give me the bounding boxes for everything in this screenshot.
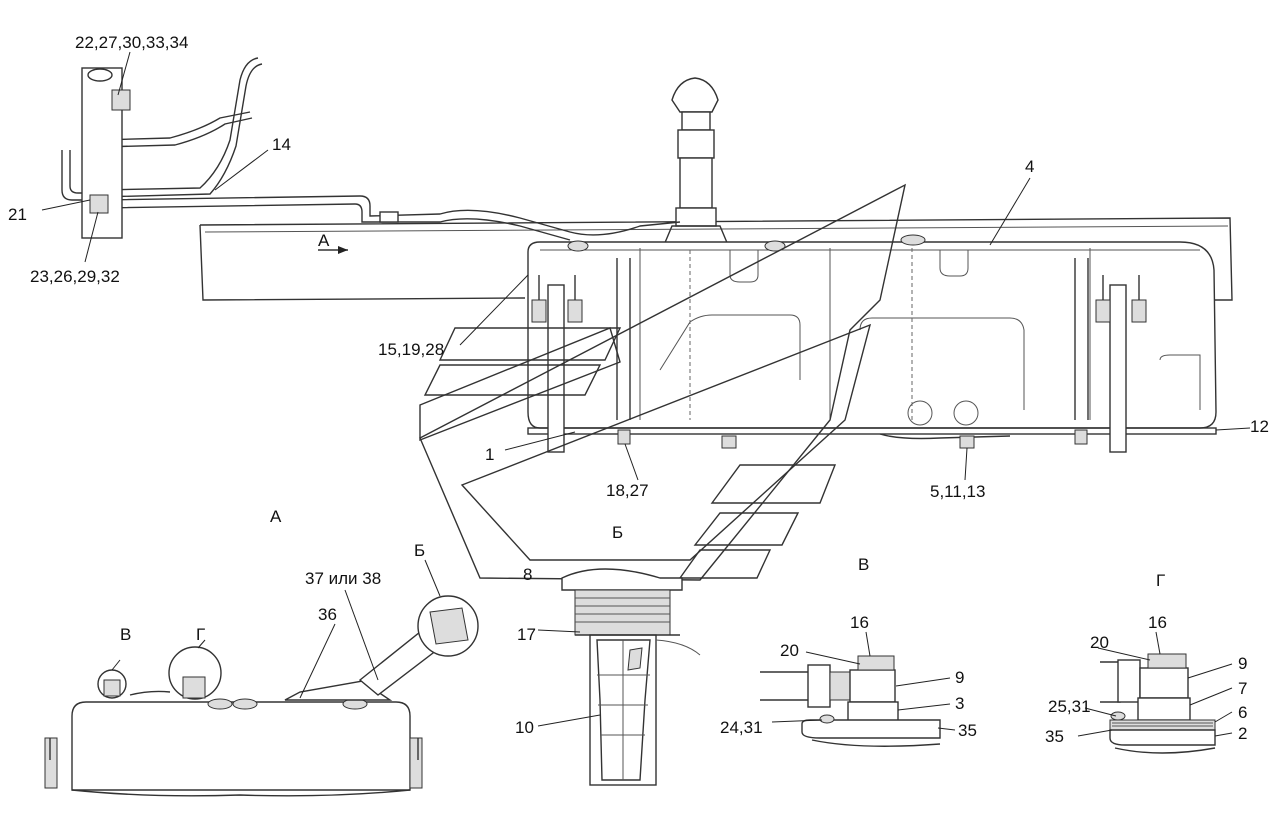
main-callouts: 22,27,30,33,34 14 21 23,26,29,32 А 4 15,… (8, 33, 1269, 737)
callout-20-view-v: 20 (780, 641, 799, 660)
callout-6-view-g: 6 (1238, 703, 1247, 722)
callout-23-26-29-32: 23,26,29,32 (30, 267, 120, 286)
view-a-labels: А 37 или 38 Б 36 В Г (120, 507, 425, 644)
callout-8: 8 (523, 565, 532, 584)
callout-4: 4 (1025, 157, 1034, 176)
view-a-arrow-label: А (318, 231, 330, 250)
detail-b-label: Б (612, 523, 623, 542)
view-v-title: В (858, 555, 869, 574)
view-a (44, 559, 479, 797)
callout-7-view-g: 7 (1238, 679, 1247, 698)
fuel-tank (527, 241, 1217, 440)
callout-3-view-v: 3 (955, 694, 964, 713)
view-v-labels: В 16 20 9 3 24,31 35 (720, 555, 977, 740)
callout-37-or-38: 37 или 38 (305, 569, 381, 588)
callout-12: 12 (1250, 417, 1269, 436)
callout-36: 36 (318, 605, 337, 624)
detail-b-leader (419, 183, 907, 581)
view-g (1077, 631, 1233, 754)
view-a-title: А (270, 507, 282, 526)
callout-17: 17 (517, 625, 536, 644)
callout-18-27: 18,27 (606, 481, 649, 500)
filler-neck (662, 77, 730, 246)
callout-14: 14 (272, 135, 291, 154)
callout-24-31-view-v: 24,31 (720, 718, 763, 737)
view-g-labels: Г 16 20 9 7 25,31 6 35 2 (1045, 571, 1247, 746)
callout-2-view-g: 2 (1238, 724, 1247, 743)
callout-5-11-13: 5,11,13 (930, 482, 985, 501)
callout-10: 10 (515, 718, 534, 737)
callout-25-31-view-g: 25,31 (1048, 697, 1091, 716)
callout-35-view-v: 35 (958, 721, 977, 740)
callout-16-view-g: 16 (1148, 613, 1167, 632)
callout-35-view-g: 35 (1045, 727, 1064, 746)
filler-filter-detail (561, 568, 701, 786)
callout-g-view-a: Г (196, 625, 205, 644)
callout-9-view-v: 9 (955, 668, 964, 687)
callout-9-view-g: 9 (1238, 654, 1247, 673)
callout-b-view-a: Б (414, 541, 425, 560)
callout-21: 21 (8, 205, 27, 224)
view-g-title: Г (1156, 571, 1165, 590)
fuel-lines (61, 57, 681, 241)
callout-16-view-v: 16 (850, 613, 869, 632)
callout-22-27-30-33-34: 22,27,30,33,34 (75, 33, 188, 52)
callout-20-view-g: 20 (1090, 633, 1109, 652)
callout-15-19-28: 15,19,28 (378, 340, 444, 359)
callout-v-view-a: В (120, 625, 131, 644)
callout-1: 1 (485, 445, 494, 464)
view-v (760, 631, 956, 747)
main-view (41, 51, 1251, 786)
mounting-straps (531, 234, 1147, 453)
main-leaders (41, 51, 1251, 727)
